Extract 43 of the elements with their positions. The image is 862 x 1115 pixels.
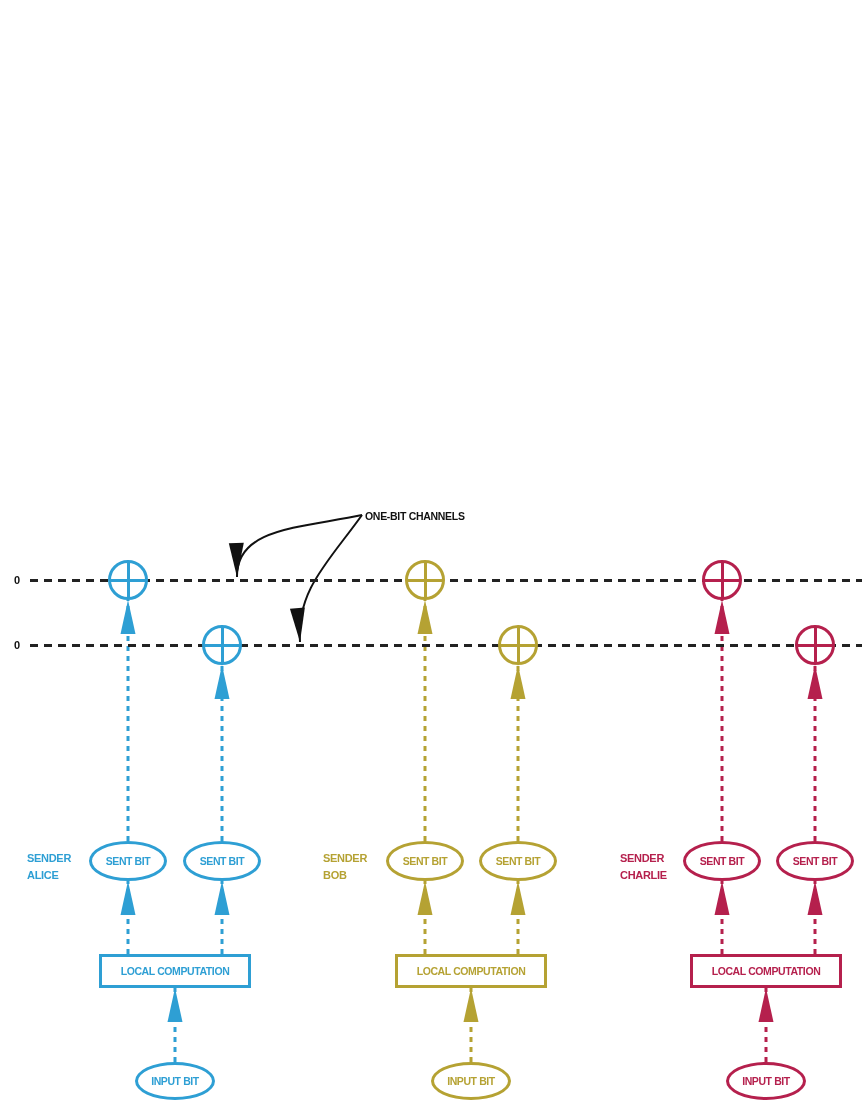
arrow [214,881,230,954]
node-label: SENT BIT [199,855,245,867]
arrow [758,988,774,1062]
computation-box [395,954,547,988]
arrow [214,665,230,841]
sender-name: SENDER CHARLIE [620,851,668,883]
arrow [120,881,136,954]
xor-symbol [702,560,742,600]
node-label: SENT BIT [105,855,151,867]
node-label: SENT BIT [402,855,448,867]
arrow [417,881,433,954]
xor-symbol [795,625,835,665]
leader-arrow [291,514,363,643]
node-label: LOCAL COMPUTATION [711,965,821,977]
xor-symbol [202,625,242,665]
xor-symbol [405,560,445,600]
arrow [714,600,730,841]
node-label: SENT BIT [699,855,745,867]
arrow [510,665,526,841]
arrow [167,988,183,1062]
node-label: LOCAL COMPUTATION [416,965,526,977]
arrow [807,881,823,954]
channel-value: 0 [14,638,21,653]
computation-box [690,954,842,988]
node-label: INPUT BIT [447,1075,495,1087]
node-label: SENT BIT [792,855,838,867]
xor-symbol [108,560,148,600]
node-label: INPUT BIT [742,1075,790,1087]
sender-name: SENDER BOB [323,851,369,883]
channel-value: 0 [14,573,21,588]
arrow [510,881,526,954]
node-label: SENT BIT [495,855,541,867]
sender-name: SENDER ALICE [27,851,73,883]
node-label: INPUT BIT [151,1075,199,1087]
arrow [463,988,479,1062]
arrow [120,600,136,841]
arrow [417,600,433,841]
callout-text: ONE-BIT CHANNELS [365,510,465,522]
arrow [714,881,730,954]
xor-symbol [498,625,538,665]
node-label: LOCAL COMPUTATION [120,965,230,977]
arrow [807,665,823,841]
computation-box [99,954,251,988]
